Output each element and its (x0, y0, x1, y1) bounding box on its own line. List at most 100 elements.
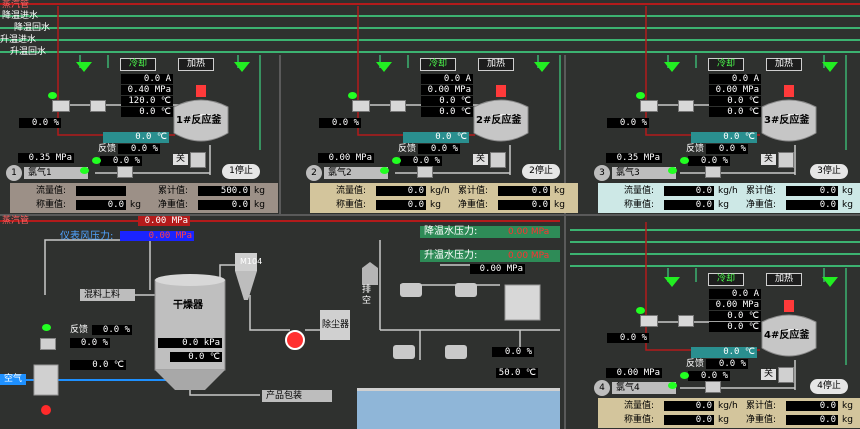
tank-valve-percent: 0.0 % (492, 347, 534, 357)
chlorine-valve[interactable] (117, 166, 133, 178)
flow-label: 流量值: (336, 186, 367, 196)
steam-control-valve[interactable] (640, 315, 658, 327)
discharge-valve[interactable] (778, 367, 794, 383)
steam-control-valve[interactable] (352, 100, 370, 112)
net-unit: kg (554, 200, 565, 210)
temperature2-reading: 0.0 ℃ (121, 107, 173, 117)
chlorine-valve[interactable] (705, 381, 721, 393)
flow-value: 0.0 (664, 401, 714, 411)
flow-unit: kg/h (430, 186, 450, 196)
discharge-valve[interactable] (490, 152, 506, 168)
chlorine-pressure: 0.00 MPa (318, 153, 374, 163)
water-control-valve[interactable] (390, 100, 406, 112)
valve-percent: 0.0 % (607, 118, 649, 128)
net-label: 净重值: (746, 415, 777, 425)
mixed-feed-label: 混料上料 (80, 289, 135, 301)
weigh-unit: kg (130, 200, 141, 210)
left-feedback-label: 反馈 (70, 325, 89, 335)
instrument-air-label: 仪表风压力: (60, 231, 114, 242)
cool-button[interactable]: 冷却 (708, 58, 744, 71)
stop-button[interactable]: 1停止 (222, 164, 260, 179)
weigh-unit: kg (718, 200, 729, 210)
close-button[interactable]: 关 (761, 369, 776, 380)
feedback-label: 反馈 (398, 144, 417, 154)
cool-in-valve-icon[interactable] (664, 62, 680, 72)
total-unit: kg (842, 401, 853, 411)
weigh-value: 0.0 (664, 415, 714, 425)
steam-line-label: 蒸汽管 (2, 0, 30, 10)
summary-panel: 流量值: 0.0 kg/h 累计值: 0.0 kg 称重值: 0.0 kg 净重… (598, 398, 860, 428)
water-control-valve[interactable] (678, 315, 694, 327)
left-feedback-percent: 0.0 % (92, 325, 132, 335)
chlorine-pressure: 0.35 MPa (606, 153, 662, 163)
total-value: 0.0 (786, 186, 838, 196)
reactor-number: 4 (594, 380, 610, 396)
total-label: 累计值: (158, 186, 189, 196)
heat-back-line-label: 升温回水 (10, 47, 47, 57)
chlorine-indicator (380, 167, 389, 174)
flow-unit: kg/h (718, 186, 738, 196)
cool-button[interactable]: 冷却 (420, 58, 456, 71)
chlorine-line-label: 氯气3 (612, 167, 676, 179)
cool-in-valve-icon[interactable] (664, 277, 680, 287)
heat-button[interactable]: 加热 (178, 58, 214, 71)
close-button[interactable]: 关 (473, 154, 488, 165)
weigh-value: 0.0 (376, 200, 426, 210)
dryer-temperature: 0.0 ℃ (170, 352, 222, 362)
heat-button[interactable]: 加热 (766, 273, 802, 286)
reactor-vessel (761, 300, 817, 357)
cool-in-line-label: 降温进水 (2, 11, 39, 21)
discharge-valve[interactable] (190, 152, 206, 168)
heat-back-valve-icon[interactable] (822, 277, 838, 287)
stop-button[interactable]: 3停止 (810, 164, 848, 179)
heat-button[interactable]: 加热 (478, 58, 514, 71)
left-control-valve[interactable] (40, 338, 56, 350)
steam-valve-indicator (348, 92, 357, 99)
temperature-reading: 0.0 ℃ (709, 311, 761, 321)
heat-back-valve-icon[interactable] (822, 62, 838, 72)
reactor-name: 4#反应釜 (764, 330, 810, 341)
steam-control-valve[interactable] (52, 100, 70, 112)
jacket-temperature: 0.0 ℃ (403, 132, 469, 143)
total-value: 500.0 (198, 186, 250, 196)
stop-button[interactable]: 4停止 (810, 379, 848, 394)
cool-in-valve-icon[interactable] (376, 62, 392, 72)
total-unit: kg (254, 186, 265, 196)
chlorine-valve[interactable] (417, 166, 433, 178)
heat-button[interactable]: 加热 (766, 58, 802, 71)
chlorine-line-label: 氯气1 (24, 167, 88, 179)
left-temperature: 0.0 ℃ (70, 360, 126, 370)
temperature2-reading: 0.0 ℃ (421, 107, 473, 117)
outlet-percent: 0.0 % (400, 156, 442, 166)
chlorine-valve[interactable] (705, 166, 721, 178)
chlorine-indicator (668, 167, 677, 174)
net-value: 0.0 (498, 200, 550, 210)
reactor-number: 2 (306, 165, 322, 181)
heat-back-valve-icon[interactable] (234, 62, 250, 72)
pressure-reading: 0.00 MPa (709, 85, 761, 95)
reactor-number: 1 (6, 165, 22, 181)
outlet-percent: 0.0 % (688, 371, 730, 381)
water-control-valve[interactable] (90, 100, 106, 112)
product-packing-label: 产品包装 (262, 390, 332, 402)
lower-steam-pressure: 0.00 MPa (138, 216, 190, 226)
valve-percent: 0.0 % (607, 333, 649, 343)
heat-back-valve-icon[interactable] (534, 62, 550, 72)
weigh-label: 称重值: (624, 200, 655, 210)
net-unit: kg (842, 200, 853, 210)
temperature-reading: 120.0 ℃ (121, 96, 173, 106)
steam-control-valve[interactable] (640, 100, 658, 112)
cool-button[interactable]: 冷却 (120, 58, 156, 71)
cool-button[interactable]: 冷却 (708, 273, 744, 286)
close-button[interactable]: 关 (173, 154, 188, 165)
stop-button[interactable]: 2停止 (522, 164, 560, 179)
chlorine-indicator (80, 167, 89, 174)
outlet-indicator (680, 157, 689, 164)
feedback-percent: 0.0 % (418, 144, 460, 154)
water-control-valve[interactable] (678, 100, 694, 112)
instrument-air-value: 0.00 MPa (120, 231, 194, 241)
discharge-valve[interactable] (778, 152, 794, 168)
pressure-reading: 0.40 MPa (121, 85, 173, 95)
close-button[interactable]: 关 (761, 154, 776, 165)
cool-in-valve-icon[interactable] (76, 62, 92, 72)
